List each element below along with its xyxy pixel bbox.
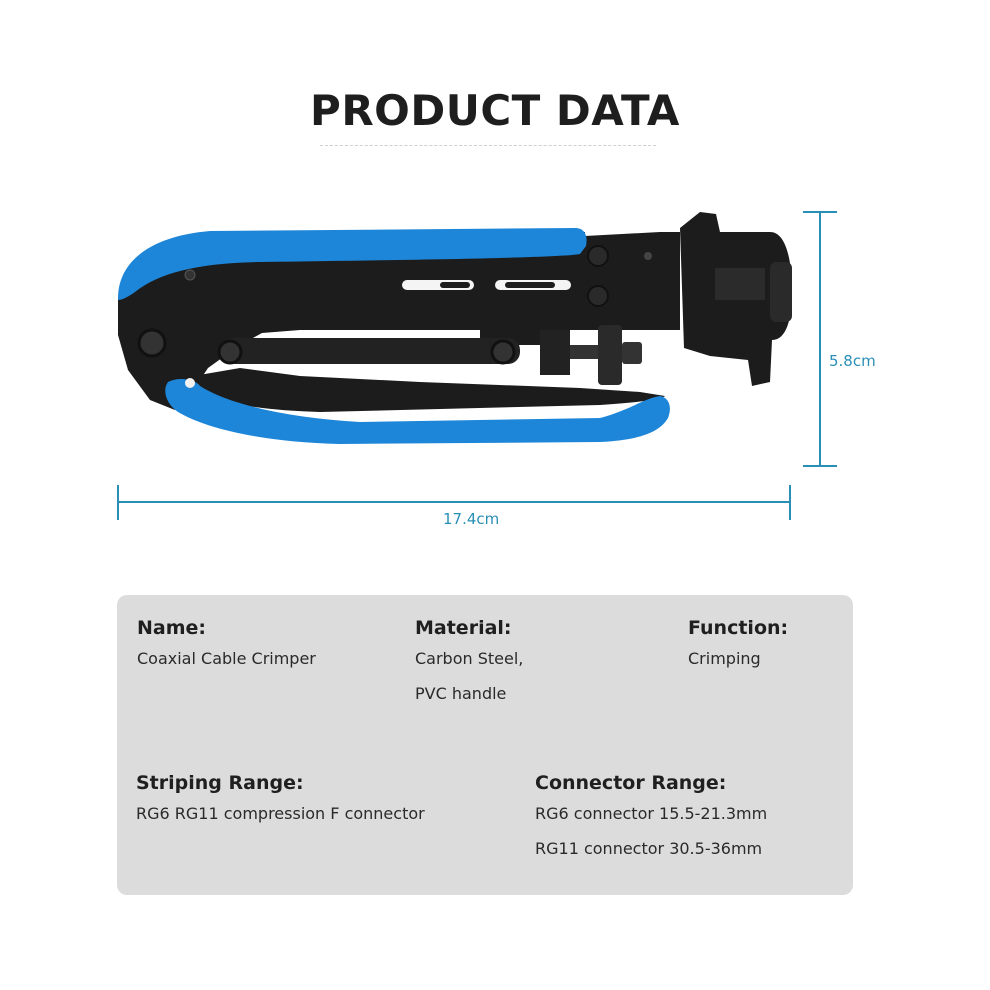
spec-striping-range-label: Striping Range: (136, 772, 304, 794)
lower-arm (170, 368, 665, 412)
spec-function-value: Crimping (688, 649, 761, 668)
spec-striping-range-value: RG6 RG11 compression F connector (136, 804, 425, 823)
title-divider (320, 145, 656, 146)
head-plunger (770, 262, 792, 322)
spec-function: Function: Crimping (688, 617, 788, 676)
spec-material-value-line1: Carbon Steel, (415, 649, 524, 668)
linkage-bar (220, 338, 520, 364)
handle-rivet (185, 378, 195, 388)
adjuster-block (540, 330, 570, 375)
spec-connector-range-value-line1: RG6 connector 15.5-21.3mm (535, 804, 768, 823)
adjuster-knob (598, 325, 622, 385)
height-dimension-label: 5.8cm (829, 352, 876, 370)
spec-function-label: Function: (688, 617, 789, 639)
pivot-bolt-left (137, 328, 167, 358)
spec-connector-range-value-line2: RG11 connector 30.5-36mm (535, 839, 763, 858)
spec-connector-range-label: Connector Range: (535, 772, 727, 794)
spec-name-value: Coaxial Cable Crimper (137, 649, 316, 668)
spec-material: Material: Carbon Steel, PVC handle (415, 617, 523, 711)
spec-name: Name: Coaxial Cable Crimper (137, 617, 316, 676)
lower-handle-grip (165, 379, 670, 444)
height-dimension-line (803, 211, 837, 467)
linkage-bolt-right (490, 339, 516, 365)
width-dimension-label: 17.4cm (443, 510, 500, 528)
body-screw-top (587, 245, 609, 267)
crimper-tool-illustration (117, 211, 837, 520)
small-rivet (184, 269, 196, 281)
spec-material-value-line2: PVC handle (415, 684, 507, 703)
spec-material-label: Material: (415, 617, 512, 639)
spec-connector-range: Connector Range: RG6 connector 15.5-21.3… (535, 772, 767, 866)
spec-panel: Name: Coaxial Cable Crimper Material: Ca… (117, 595, 853, 895)
body-screw-bottom (587, 285, 609, 307)
width-dimension-line (117, 485, 791, 520)
tool-body (118, 232, 680, 410)
upper-handle-grip (118, 228, 587, 300)
linkage-bolt-left (217, 339, 243, 365)
spec-name-label: Name: (137, 617, 207, 639)
page-title: PRODUCT DATA (310, 86, 680, 135)
spec-striping-range: Striping Range: RG6 RG11 compression F c… (136, 772, 425, 831)
